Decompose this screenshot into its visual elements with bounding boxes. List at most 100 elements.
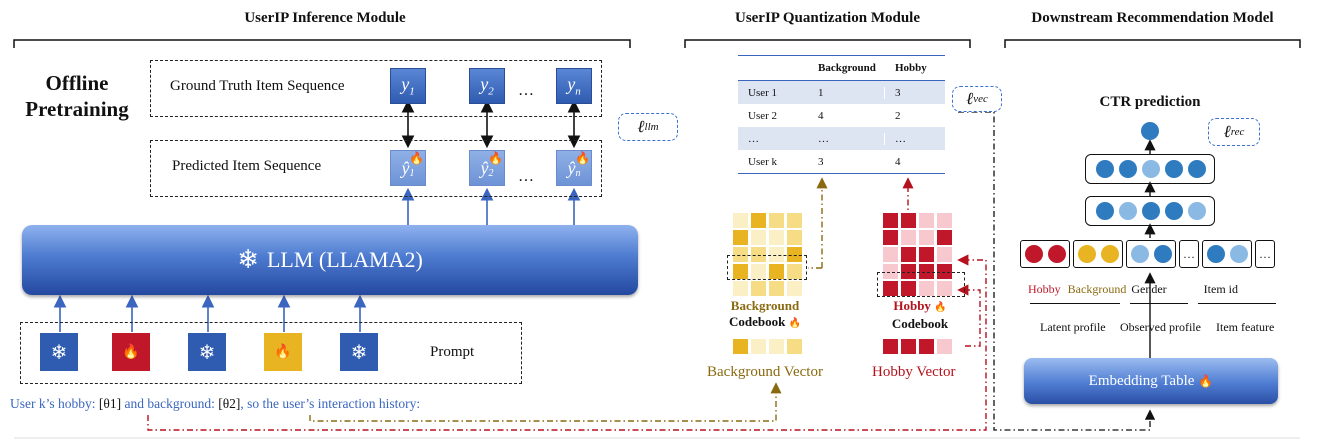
embedding-node: [1101, 245, 1119, 263]
feature-embedding: [1073, 240, 1123, 268]
prompt-token-frozen-2: ❄: [188, 333, 226, 371]
fire-icon: 🔥: [409, 151, 424, 165]
embedding-node: [1154, 245, 1172, 263]
snowflake-icon: ❄: [50, 341, 68, 364]
prompt-sentence: User k’s hobby: [θ1] and background: [θ2…: [10, 396, 421, 411]
prompt-token-frozen-3: ❄: [340, 333, 378, 371]
background-codebook-cell: [786, 212, 803, 229]
embedding-node: [1131, 245, 1149, 263]
header-inference: UserIP Inference Module: [244, 10, 406, 26]
prompt-token-background: 🔥: [264, 333, 302, 371]
background-vector-cell: [732, 338, 749, 355]
gt-pred-arrows: [401, 99, 581, 149]
mlp-layer-1: [1085, 196, 1215, 226]
table-cell: Hobby: [884, 62, 945, 74]
mlp-node: [1096, 202, 1114, 220]
mlp-layer-2: [1085, 154, 1215, 184]
hobby-codebook-cell: [918, 229, 935, 246]
background-codebook-cell: [786, 280, 803, 297]
fire-icon: 🔥: [122, 344, 140, 360]
mlp-node: [1096, 160, 1114, 178]
embedding-node: [1048, 245, 1066, 263]
background-codebook-label: Background Codebook 🔥: [728, 298, 802, 329]
hobby-codebook-cell: [882, 246, 899, 263]
fire-icon: 🔥: [488, 151, 503, 165]
hobby-codebook-cell: [918, 246, 935, 263]
fire-icon: 🔥: [575, 151, 590, 165]
pred-ellipsis: …: [518, 168, 534, 185]
theta-2: [θ2]: [218, 396, 241, 411]
hobby-codebook-cell: [936, 263, 953, 280]
background-codebook-cell: [732, 280, 749, 297]
hobby-flow: [147, 177, 987, 431]
mlp-node: [1119, 202, 1137, 220]
header-quantization: UserIP Quantization Module: [734, 10, 920, 26]
hobby-vector-label: Hobby Vector: [872, 364, 956, 380]
feature-embedding: [1126, 240, 1176, 268]
embedding-table: Embedding Table 🔥: [1024, 358, 1278, 404]
prompt-label: Prompt: [430, 344, 475, 360]
header-brackets: [13, 39, 1301, 48]
hobby-codebook-cell: [900, 246, 917, 263]
latent-divider: [1030, 303, 1120, 304]
hobby-codebook-cell: [918, 212, 935, 229]
observed-profile-label: Observed profile: [1120, 320, 1201, 334]
embedding-node: [1230, 245, 1248, 263]
fire-icon: 🔥: [274, 344, 292, 360]
gt-token-n: yn: [556, 68, 592, 104]
table-row: ………: [738, 127, 945, 150]
header-downstream: Downstream Recommendation Model: [1031, 10, 1274, 26]
background-vector-cell: [768, 338, 785, 355]
table-cell: User k: [748, 155, 778, 168]
table-cell: 2: [884, 109, 945, 122]
mlp-node: [1165, 202, 1183, 220]
background-codebook-cell: [786, 246, 803, 263]
hobby-codebook-cell: [882, 229, 899, 246]
table-cell: 3: [884, 86, 945, 99]
background-codebook-cell: [732, 229, 749, 246]
fire-icon: 🔥: [934, 302, 947, 313]
feature-embedding-row: ……: [1020, 240, 1278, 270]
feature-ellipsis: …: [1179, 240, 1199, 268]
table-cell: 1: [818, 86, 824, 99]
snowflake-icon: ❄: [198, 341, 216, 364]
background-flow: [309, 177, 828, 422]
ctr-output-node: [1141, 122, 1159, 140]
ctr-title: CTR prediction: [1099, 94, 1201, 110]
llm-label: LLM (LLAMA2): [266, 247, 423, 272]
table-cell: 4: [818, 109, 824, 122]
hobby-vector-cell: [882, 338, 899, 355]
background-codebook-cell: [750, 212, 767, 229]
table-cell: Background: [818, 62, 876, 74]
table-cell: 4: [884, 155, 945, 168]
llm-block: ❄ LLM (LLAMA2): [22, 225, 638, 295]
mlp-node: [1188, 202, 1206, 220]
table-header-row: Background Hobby: [738, 56, 945, 81]
feature-embedding: [1202, 240, 1252, 268]
embedding-node: [1207, 245, 1225, 263]
latent-profile-label: Latent profile: [1040, 320, 1106, 334]
hobby-selected-row: [877, 272, 965, 297]
prompt-box: [20, 322, 522, 384]
hobby-vector-cell: [936, 338, 953, 355]
gt-token-1: y1: [390, 68, 426, 104]
ground-truth-label: Ground Truth Item Sequence: [170, 78, 345, 94]
hobby-vector-cell: [918, 338, 935, 355]
gt-token-2: y2: [469, 68, 505, 104]
vec-flow: [958, 111, 1156, 431]
background-vector-cell: [786, 338, 803, 355]
snowflake-icon: ❄: [350, 341, 368, 364]
background-codebook-cell: [750, 246, 767, 263]
background-codebook-cell: [768, 229, 785, 246]
mlp-node: [1188, 160, 1206, 178]
hobby-codebook-cell: [918, 263, 935, 280]
background-codebook-cell: [732, 246, 749, 263]
